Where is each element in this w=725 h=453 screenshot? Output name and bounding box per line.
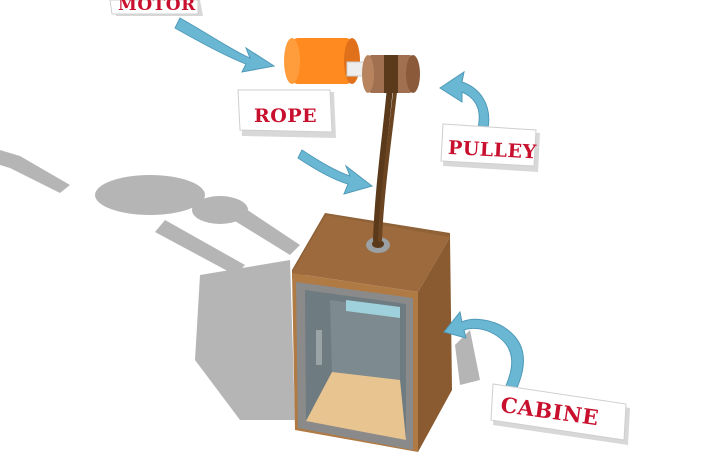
door-handle bbox=[316, 330, 322, 365]
cabin-light-panel bbox=[346, 300, 400, 318]
motor bbox=[284, 38, 368, 84]
rope-label: ROPE bbox=[254, 105, 317, 127]
ground-shadow bbox=[0, 150, 480, 420]
pulley-label-card: PULLEY bbox=[440, 123, 540, 172]
motor-arrow bbox=[174, 17, 276, 73]
pulley-arrow bbox=[439, 70, 490, 129]
rope-arrow bbox=[297, 149, 374, 195]
cabine-label-card: CABINE bbox=[490, 383, 630, 445]
cabin bbox=[292, 213, 452, 452]
motor-body bbox=[292, 38, 352, 84]
motor-label: MOTOR bbox=[118, 0, 196, 15]
motor-label-card: MOTOR bbox=[109, 0, 203, 16]
cabin-side bbox=[418, 237, 452, 452]
pulley bbox=[362, 55, 420, 93]
cabin-floor bbox=[306, 372, 406, 440]
arrows bbox=[174, 17, 524, 393]
rope-label-card: ROPE bbox=[237, 89, 336, 138]
cabin-back-wall bbox=[330, 300, 400, 380]
cabin-top-face bbox=[292, 215, 450, 292]
pulley-label: PULLEY bbox=[447, 137, 537, 164]
cabine-arrow bbox=[443, 310, 524, 393]
